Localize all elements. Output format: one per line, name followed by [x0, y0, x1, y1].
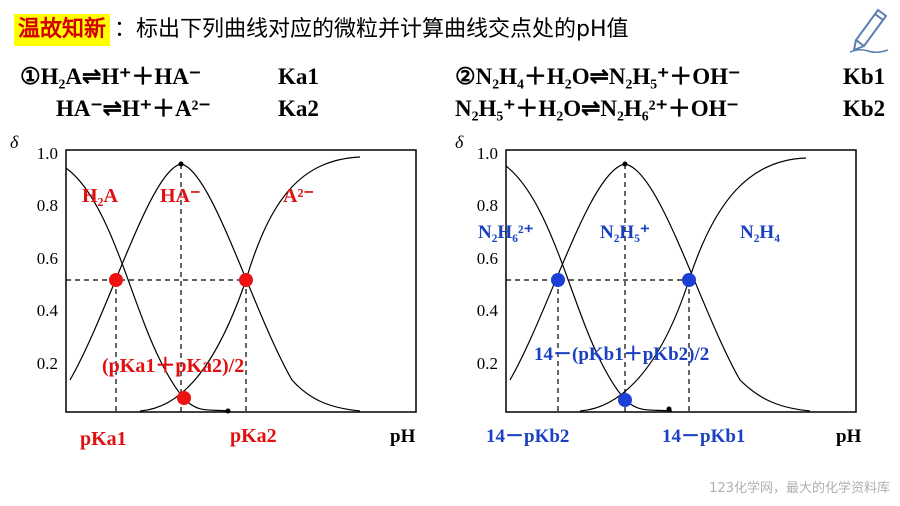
right-yticks: 1.0 0.8 0.6 0.4 0.2	[477, 144, 499, 373]
right-annotation: 14－(pKb1＋pKb2)/2	[534, 344, 709, 365]
right-ytick: 0.8	[477, 196, 498, 215]
right-eq-2: N₂H₅⁺＋H₂O⇌N₂H₆²⁺＋OH⁻ Kb2	[455, 96, 885, 122]
right-xtick-1: 14－pKb2	[486, 426, 569, 447]
left-eq-2-lhs: HA⁻⇌H⁺＋A²⁻	[56, 96, 211, 121]
left-curve-ha	[69, 163, 361, 412]
left-annotation: (pKa1＋pKa2)/2	[102, 355, 244, 377]
left-eq-1-k: Ka1	[278, 64, 319, 89]
right-eq-2-lhs: N₂H₅⁺＋H₂O⇌N₂H₆²⁺＋OH⁻	[455, 96, 739, 121]
right-xtick-2: 14－pKb1	[662, 426, 745, 447]
left-eq-1-lhs: H₂A⇌H⁺＋HA⁻	[40, 64, 201, 89]
left-xtick-2: pKa2	[230, 425, 277, 447]
left-eq-2-k: Ka2	[278, 96, 319, 121]
left-series-a: A²⁻	[283, 185, 314, 207]
left-ytick: 0.8	[37, 196, 58, 215]
left-series-ha: HA⁻	[160, 185, 201, 207]
right-marker-2	[682, 273, 696, 287]
right-min-dot	[666, 406, 672, 412]
right-ytick: 0.6	[477, 249, 498, 268]
left-xlabel: pH	[390, 426, 416, 447]
left-ylabel: δ	[10, 132, 19, 152]
right-ylabel: δ	[455, 132, 464, 152]
left-curve-h2a	[65, 167, 231, 412]
header: 温故知新 ：标出下列曲线对应的微粒并计算曲线交点处的pH值	[14, 12, 629, 48]
right-eq-1-num: ②	[455, 64, 476, 89]
left-eq-1-num: ①	[20, 64, 41, 89]
right-plot-frame	[505, 149, 857, 413]
left-ytick: 0.4	[37, 301, 59, 320]
left-marker-1	[109, 273, 123, 287]
right-eq-1-k: Kb1	[843, 64, 886, 89]
left-ytick: 0.6	[37, 249, 58, 268]
header-tag: 温故知新	[14, 14, 111, 46]
watermark: 123化学网，最大的化学资料库	[709, 481, 890, 496]
right-marker-1	[551, 273, 565, 287]
right-peak-dot	[622, 161, 628, 167]
right-eq-1: ②N₂H₄＋H₂O⇌N₂H₅⁺＋OH⁻ Kb1	[455, 64, 885, 90]
right-chart: δ 1.0 0.8 0.6 0.4 0.2 N₂H₆²⁺ N₂H₅⁺ N₂H₄ …	[455, 132, 862, 447]
right-series-n2h4: N₂H₄	[740, 222, 780, 243]
right-eq-2-k: Kb2	[843, 96, 886, 121]
left-yticks: 1.0 0.8 0.6 0.4 0.2	[37, 144, 59, 373]
right-eq-1-lhs: N₂H₄＋H₂O⇌N₂H₅⁺＋OH⁻	[475, 64, 741, 89]
left-ytick: 1.0	[37, 144, 58, 163]
right-ytick: 0.2	[477, 354, 498, 373]
right-curve-n2h6	[505, 165, 673, 412]
right-series-n2h5: N₂H₅⁺	[600, 222, 650, 243]
left-marker-2	[239, 273, 253, 287]
right-marker-3	[618, 393, 632, 407]
left-guides	[66, 164, 247, 412]
right-series-n2h6: N₂H₆²⁺	[478, 222, 534, 243]
right-ytick: 1.0	[477, 144, 498, 163]
header-text: ：标出下列曲线对应的微粒并计算曲线交点处的pH值	[114, 17, 629, 42]
left-series-h2a: H₂A	[82, 185, 119, 207]
left-chart: δ 1.0 0.8 0.6 0.4 0.2 H₂A HA⁻ A²⁻ (pKa1＋…	[10, 132, 417, 450]
left-plot-frame	[65, 149, 417, 413]
left-marker-3	[177, 391, 191, 405]
right-curve-n2h5	[509, 163, 811, 412]
right-ytick: 0.4	[477, 301, 499, 320]
right-guides	[506, 164, 690, 412]
left-eq-2: HA⁻⇌H⁺＋A²⁻ Ka2	[56, 96, 319, 122]
left-peak-dot	[178, 161, 184, 167]
left-min-dot	[225, 408, 231, 414]
left-eq-1: ①H₂A⇌H⁺＋HA⁻ Ka1	[20, 64, 319, 90]
right-xlabel: pH	[836, 426, 862, 447]
pencil-icon	[849, 8, 889, 54]
left-ytick: 0.2	[37, 354, 58, 373]
left-xtick-1: pKa1	[80, 428, 127, 450]
